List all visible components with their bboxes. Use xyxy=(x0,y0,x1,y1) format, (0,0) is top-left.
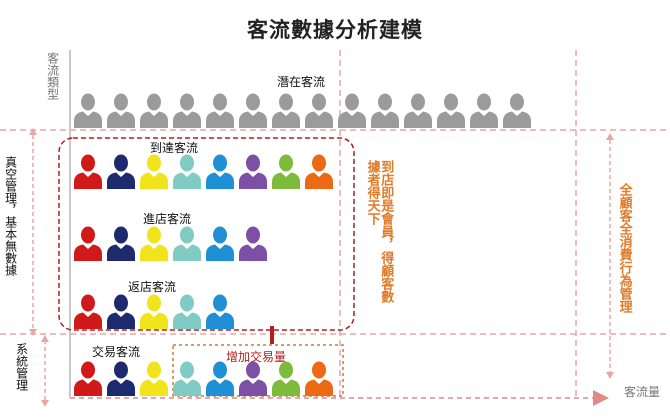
person-icon xyxy=(371,93,399,128)
y-axis-label: 客流類型 xyxy=(45,52,60,100)
people-row-transaction xyxy=(72,360,335,396)
person-icon xyxy=(206,294,234,329)
person-icon xyxy=(239,93,267,128)
diagram-title: 客流數據分析建模 xyxy=(247,18,423,42)
person-icon xyxy=(107,226,135,261)
person-icon xyxy=(140,361,168,396)
row-label-increase: 增加交易量 xyxy=(226,350,287,364)
person-icon xyxy=(74,154,102,189)
annotation-member: 到店即是會員，得顧客數據者得天下 xyxy=(364,160,394,303)
person-icon xyxy=(206,154,234,189)
person-icon xyxy=(140,93,168,128)
person-icon xyxy=(239,361,267,396)
people-row-enter xyxy=(72,225,269,261)
person-icon xyxy=(305,361,333,396)
person-icon xyxy=(140,226,168,261)
person-icon xyxy=(338,93,366,128)
row-label-enter: 進店客流 xyxy=(143,212,192,226)
person-icon xyxy=(503,93,531,128)
people-row-potential xyxy=(72,92,533,128)
people-row-return xyxy=(72,293,236,329)
row-label-return: 返店客流 xyxy=(128,280,177,294)
person-icon xyxy=(305,154,333,189)
x-axis-label: 客流量 xyxy=(624,385,661,399)
person-icon xyxy=(74,93,102,128)
person-icon xyxy=(173,294,201,329)
section-label-system: 系統管理 xyxy=(14,343,29,391)
person-icon xyxy=(173,93,201,128)
people-row-arrival xyxy=(72,153,335,189)
funnel-box xyxy=(58,137,355,331)
person-icon xyxy=(272,93,300,128)
person-icon xyxy=(107,294,135,329)
row-label-transaction: 交易客流 xyxy=(92,345,141,359)
person-icon xyxy=(239,226,267,261)
row-label-arrival: 到達客流 xyxy=(150,141,199,155)
person-icon xyxy=(470,93,498,128)
person-icon xyxy=(173,361,201,396)
person-icon xyxy=(107,93,135,128)
person-icon xyxy=(107,361,135,396)
person-icon xyxy=(74,226,102,261)
person-icon xyxy=(206,93,234,128)
person-icon xyxy=(272,154,300,189)
person-icon xyxy=(107,154,135,189)
annotation-full-customer: 全顧客全消費行為管理 xyxy=(616,183,632,313)
row-label-potential: 潛在客流 xyxy=(277,75,326,89)
person-icon xyxy=(74,294,102,329)
section-label-vacuum: 真空管理，基本無數據 xyxy=(3,156,18,276)
person-icon xyxy=(206,226,234,261)
person-icon xyxy=(239,154,267,189)
person-icon xyxy=(74,361,102,396)
person-icon xyxy=(437,93,465,128)
person-icon xyxy=(140,294,168,329)
person-icon xyxy=(305,93,333,128)
person-icon xyxy=(272,361,300,396)
person-icon xyxy=(173,154,201,189)
person-icon xyxy=(173,226,201,261)
person-icon xyxy=(404,93,432,128)
person-icon xyxy=(206,361,234,396)
increase-box xyxy=(172,344,344,397)
person-icon xyxy=(140,154,168,189)
